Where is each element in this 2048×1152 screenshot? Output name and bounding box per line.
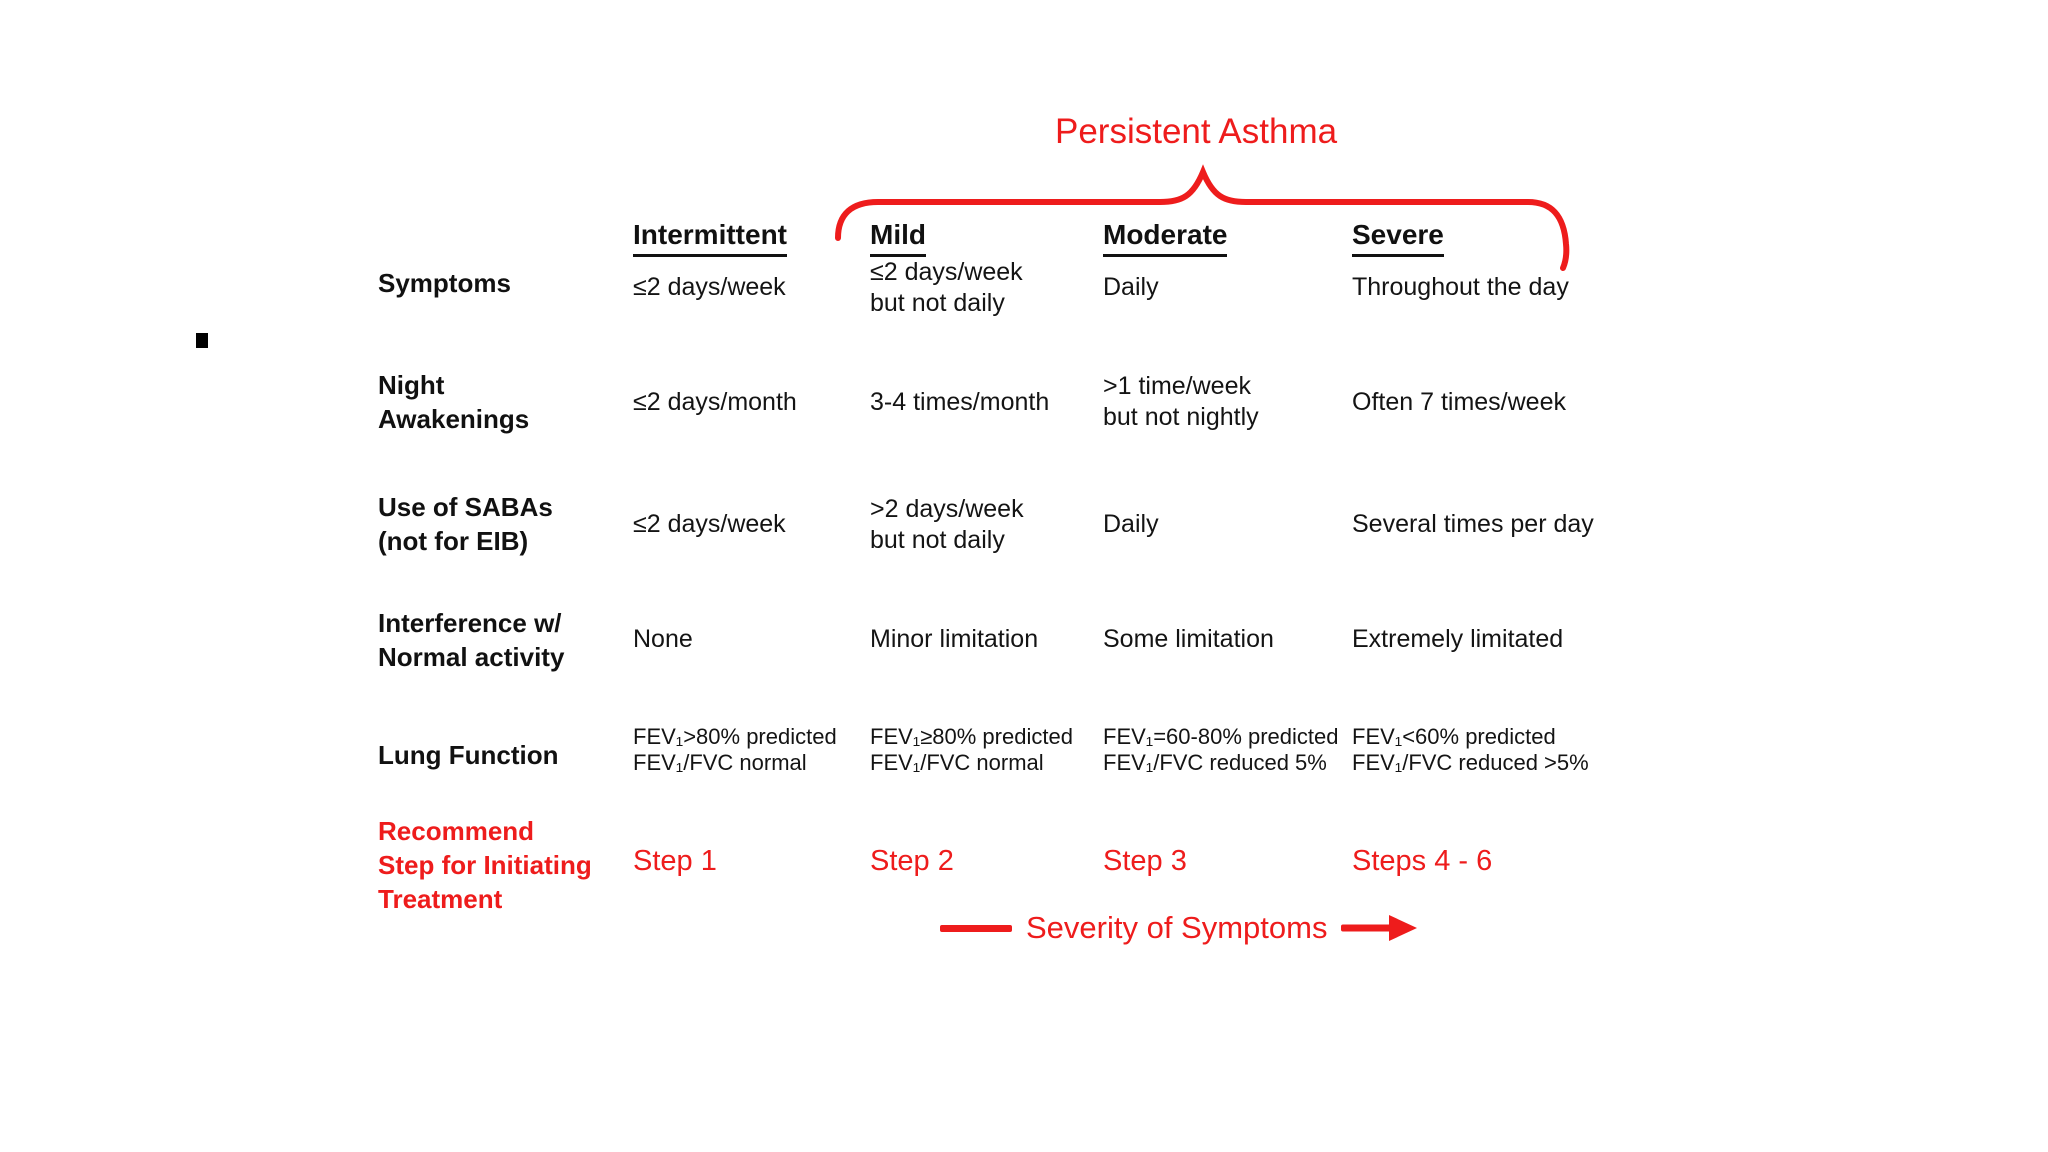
cell-night-mild: 3-4 times/month [870,388,1050,416]
cell-symptoms-mild: ≤2 days/week but not daily [870,258,1023,317]
curly-brace-icon [835,164,1570,271]
row-label-night-awakenings: Night Awakenings [378,370,530,434]
right-arrow-icon [1341,915,1418,941]
bullet-square-icon [196,333,208,348]
row-label-sabas: Use of SABAs (not for EIB) [378,492,553,556]
cell-symptoms-severe: Throughout the day [1352,273,1569,301]
column-header-mild: Mild [870,219,926,257]
cell-night-moderate: >1 time/week but not nightly [1103,372,1259,431]
cell-lung-severe: FEV₁<60% predicted FEV₁/FVC reduced >5% [1352,724,1589,775]
column-header-severe: Severe [1352,219,1444,257]
cell-step-moderate: Step 3 [1103,845,1187,877]
cell-step-intermittent: Step 1 [633,845,717,877]
severity-caption: Severity of Symptoms [1026,910,1328,945]
cell-lung-mild: FEV₁≥80% predicted FEV₁/FVC normal [870,724,1073,775]
cell-symptoms-moderate: Daily [1103,273,1159,301]
column-header-moderate: Moderate [1103,219,1228,257]
cell-symptoms-intermittent: ≤2 days/week [633,273,786,301]
cell-lung-intermittent: FEV₁>80% predicted FEV₁/FVC normal [633,724,837,775]
cell-sabas-mild: >2 days/week but not daily [870,495,1024,554]
severity-of-symptoms-row: Severity of Symptoms [940,910,1418,946]
severity-line-icon [940,924,1012,932]
cell-interference-intermittent: None [633,625,693,653]
row-label-lung-function: Lung Function [378,740,559,770]
cell-interference-mild: Minor limitation [870,625,1039,653]
persistent-asthma-title: Persistent Asthma [1055,112,1338,151]
cell-sabas-moderate: Daily [1103,510,1159,538]
cell-night-intermittent: ≤2 days/month [633,388,797,416]
cell-lung-moderate: FEV₁=60-80% predicted FEV₁/FVC reduced 5… [1103,724,1339,775]
cell-sabas-severe: Several times per day [1352,510,1594,538]
cell-step-severe: Steps 4 - 6 [1352,845,1493,877]
column-header-intermittent: Intermittent [633,219,787,257]
cell-interference-severe: Extremely limitated [1352,625,1564,653]
cell-night-severe: Often 7 times/week [1352,388,1566,416]
row-label-symptoms: Symptoms [378,268,511,298]
cell-step-mild: Step 2 [870,845,954,877]
cell-sabas-intermittent: ≤2 days/week [633,510,786,538]
row-label-interference: Interference w/ Normal activity [378,608,565,672]
row-label-recommend-step: Recommend Step for Initiating Treatment [378,816,592,914]
cell-interference-moderate: Some limitation [1103,625,1274,653]
